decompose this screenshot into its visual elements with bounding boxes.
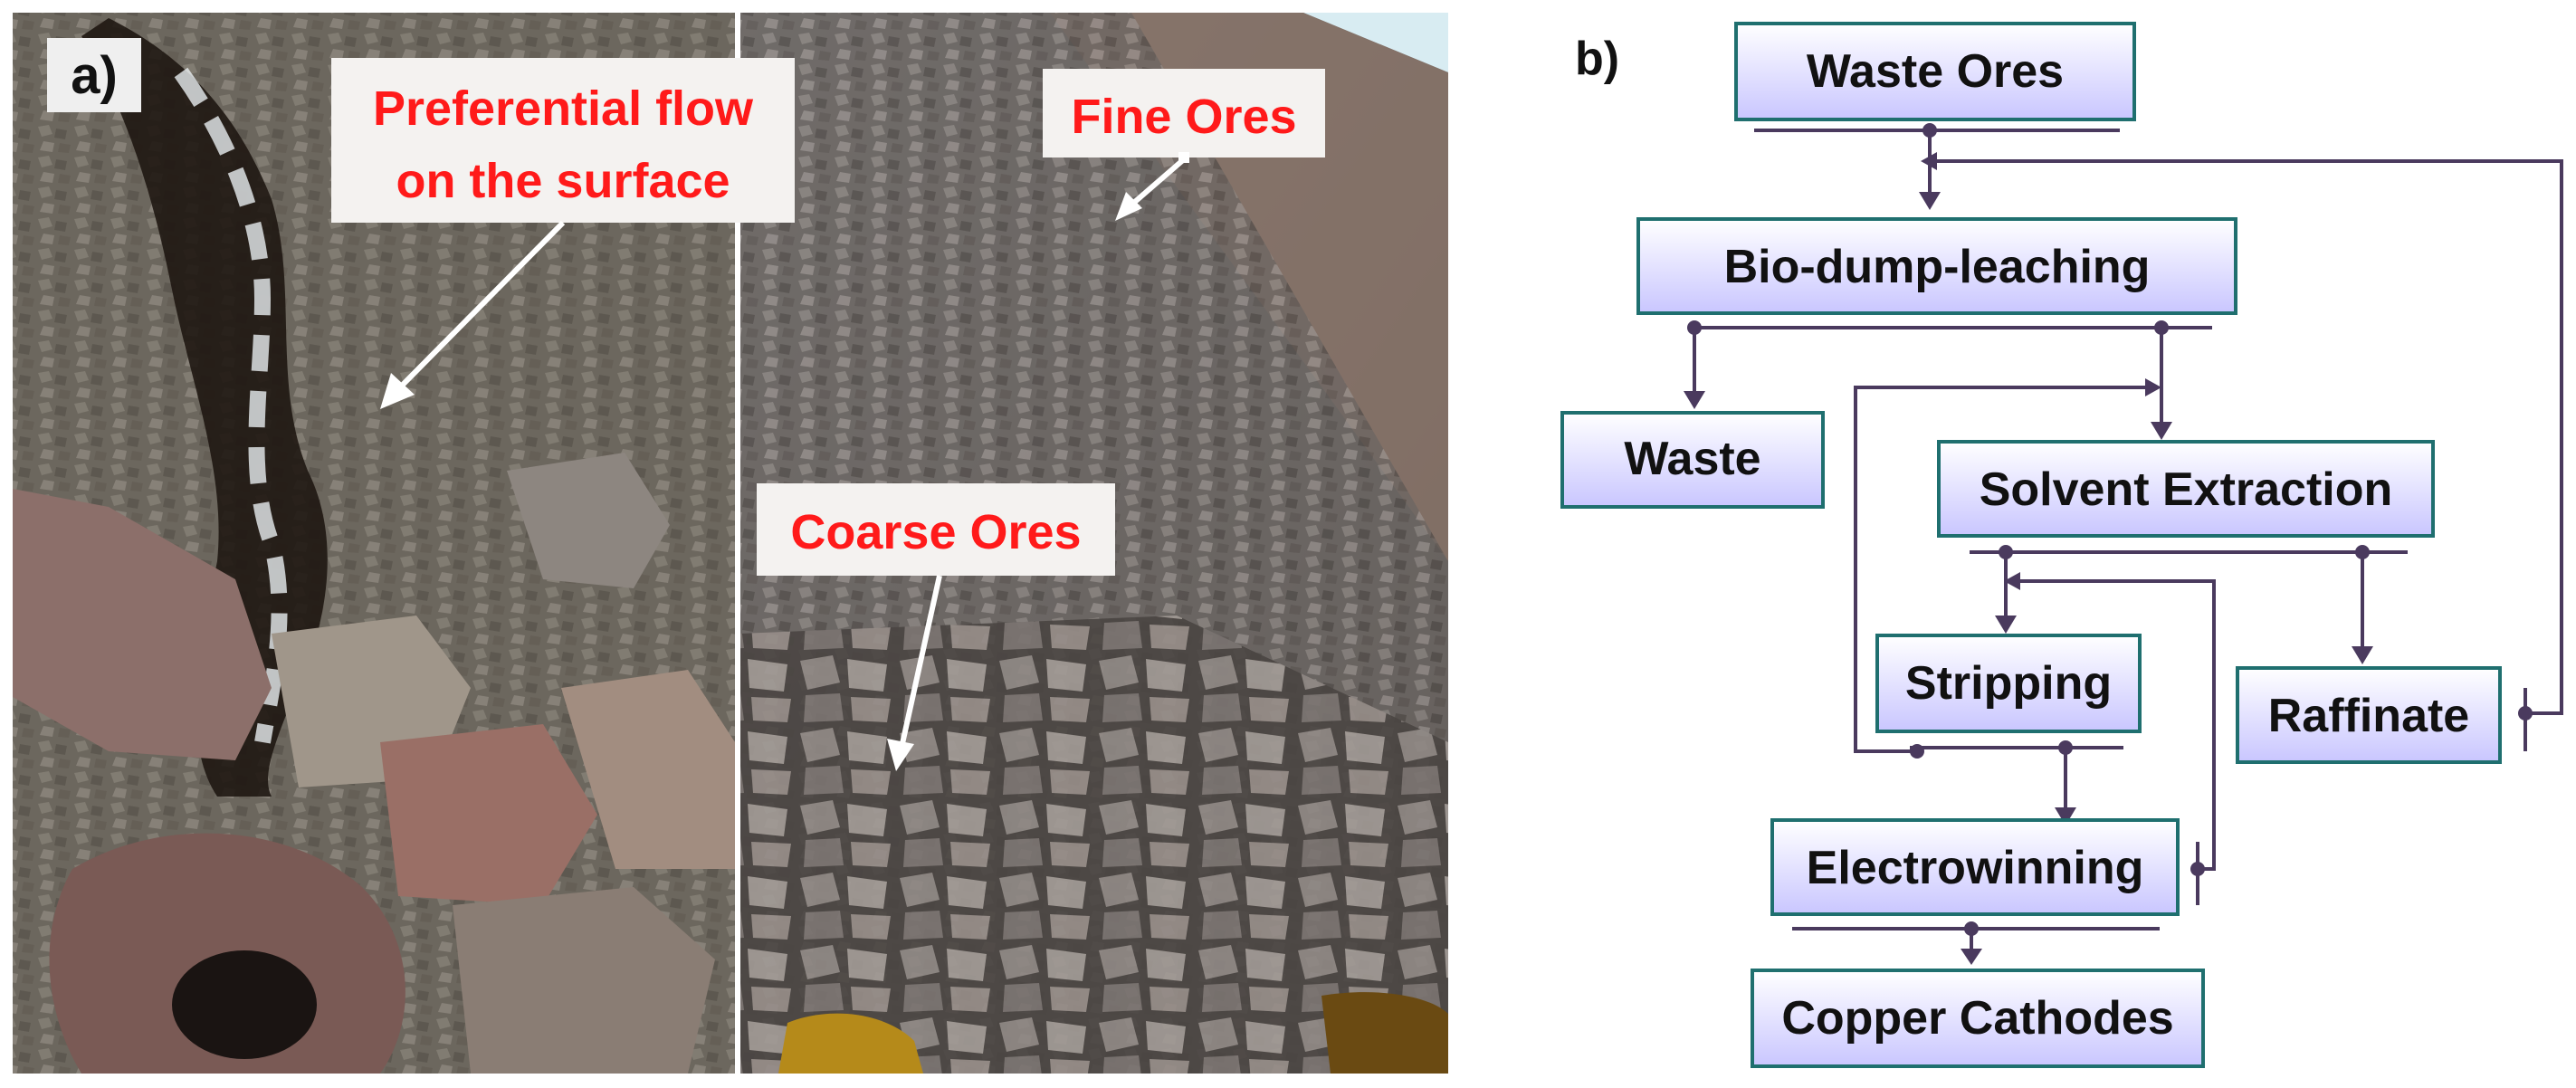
node-waste-ores: Waste Ores <box>1734 22 2136 121</box>
preferential-flow-callout-line2: on the surface <box>396 154 730 208</box>
node-solvent-extraction-label: Solvent Extraction <box>1980 463 2393 516</box>
preferential-flow-arrow <box>380 220 566 409</box>
node-copper-cathodes: Copper Cathodes <box>1751 969 2205 1068</box>
preferential-flow-callout-box <box>331 58 795 223</box>
node-electrowinning: Electrowinning <box>1770 818 2180 916</box>
node-bio-dump-leaching: Bio-dump-leaching <box>1636 217 2237 315</box>
panel-b-label: b) <box>1575 33 1619 85</box>
coarse-ores-callout: Coarse Ores <box>790 505 1081 559</box>
node-waste: Waste <box>1560 411 1825 509</box>
node-raffinate-label: Raffinate <box>2268 690 2469 742</box>
node-stripping-label: Stripping <box>1905 657 2112 710</box>
node-solvent-extraction: Solvent Extraction <box>1937 440 2435 538</box>
node-stripping: Stripping <box>1875 634 2142 733</box>
coarse-ores-arrow <box>887 575 942 771</box>
flow-arrowheads <box>1684 152 2373 965</box>
panel-a-label: a) <box>71 46 118 105</box>
fine-ores-arrow <box>1115 152 1189 221</box>
node-electrowinning-label: Electrowinning <box>1807 842 2144 894</box>
node-copper-cathodes-label: Copper Cathodes <box>1781 992 2173 1045</box>
flow-connectors <box>1693 129 2563 949</box>
flow-junction-dots <box>1687 123 2533 936</box>
node-waste-ores-label: Waste Ores <box>1807 45 2064 98</box>
coarse-ores-callout-box <box>757 483 1115 576</box>
node-waste-label: Waste <box>1624 433 1760 485</box>
preferential-flow-callout-line1: Preferential flow <box>373 81 754 136</box>
fine-ores-callout-box <box>1043 69 1325 157</box>
fine-ores-callout: Fine Ores <box>1071 90 1296 144</box>
node-bio-dump-leaching-label: Bio-dump-leaching <box>1724 241 2151 293</box>
panel-a-label-box <box>47 38 141 112</box>
node-raffinate: Raffinate <box>2236 666 2502 764</box>
photo-divider <box>735 13 740 1074</box>
